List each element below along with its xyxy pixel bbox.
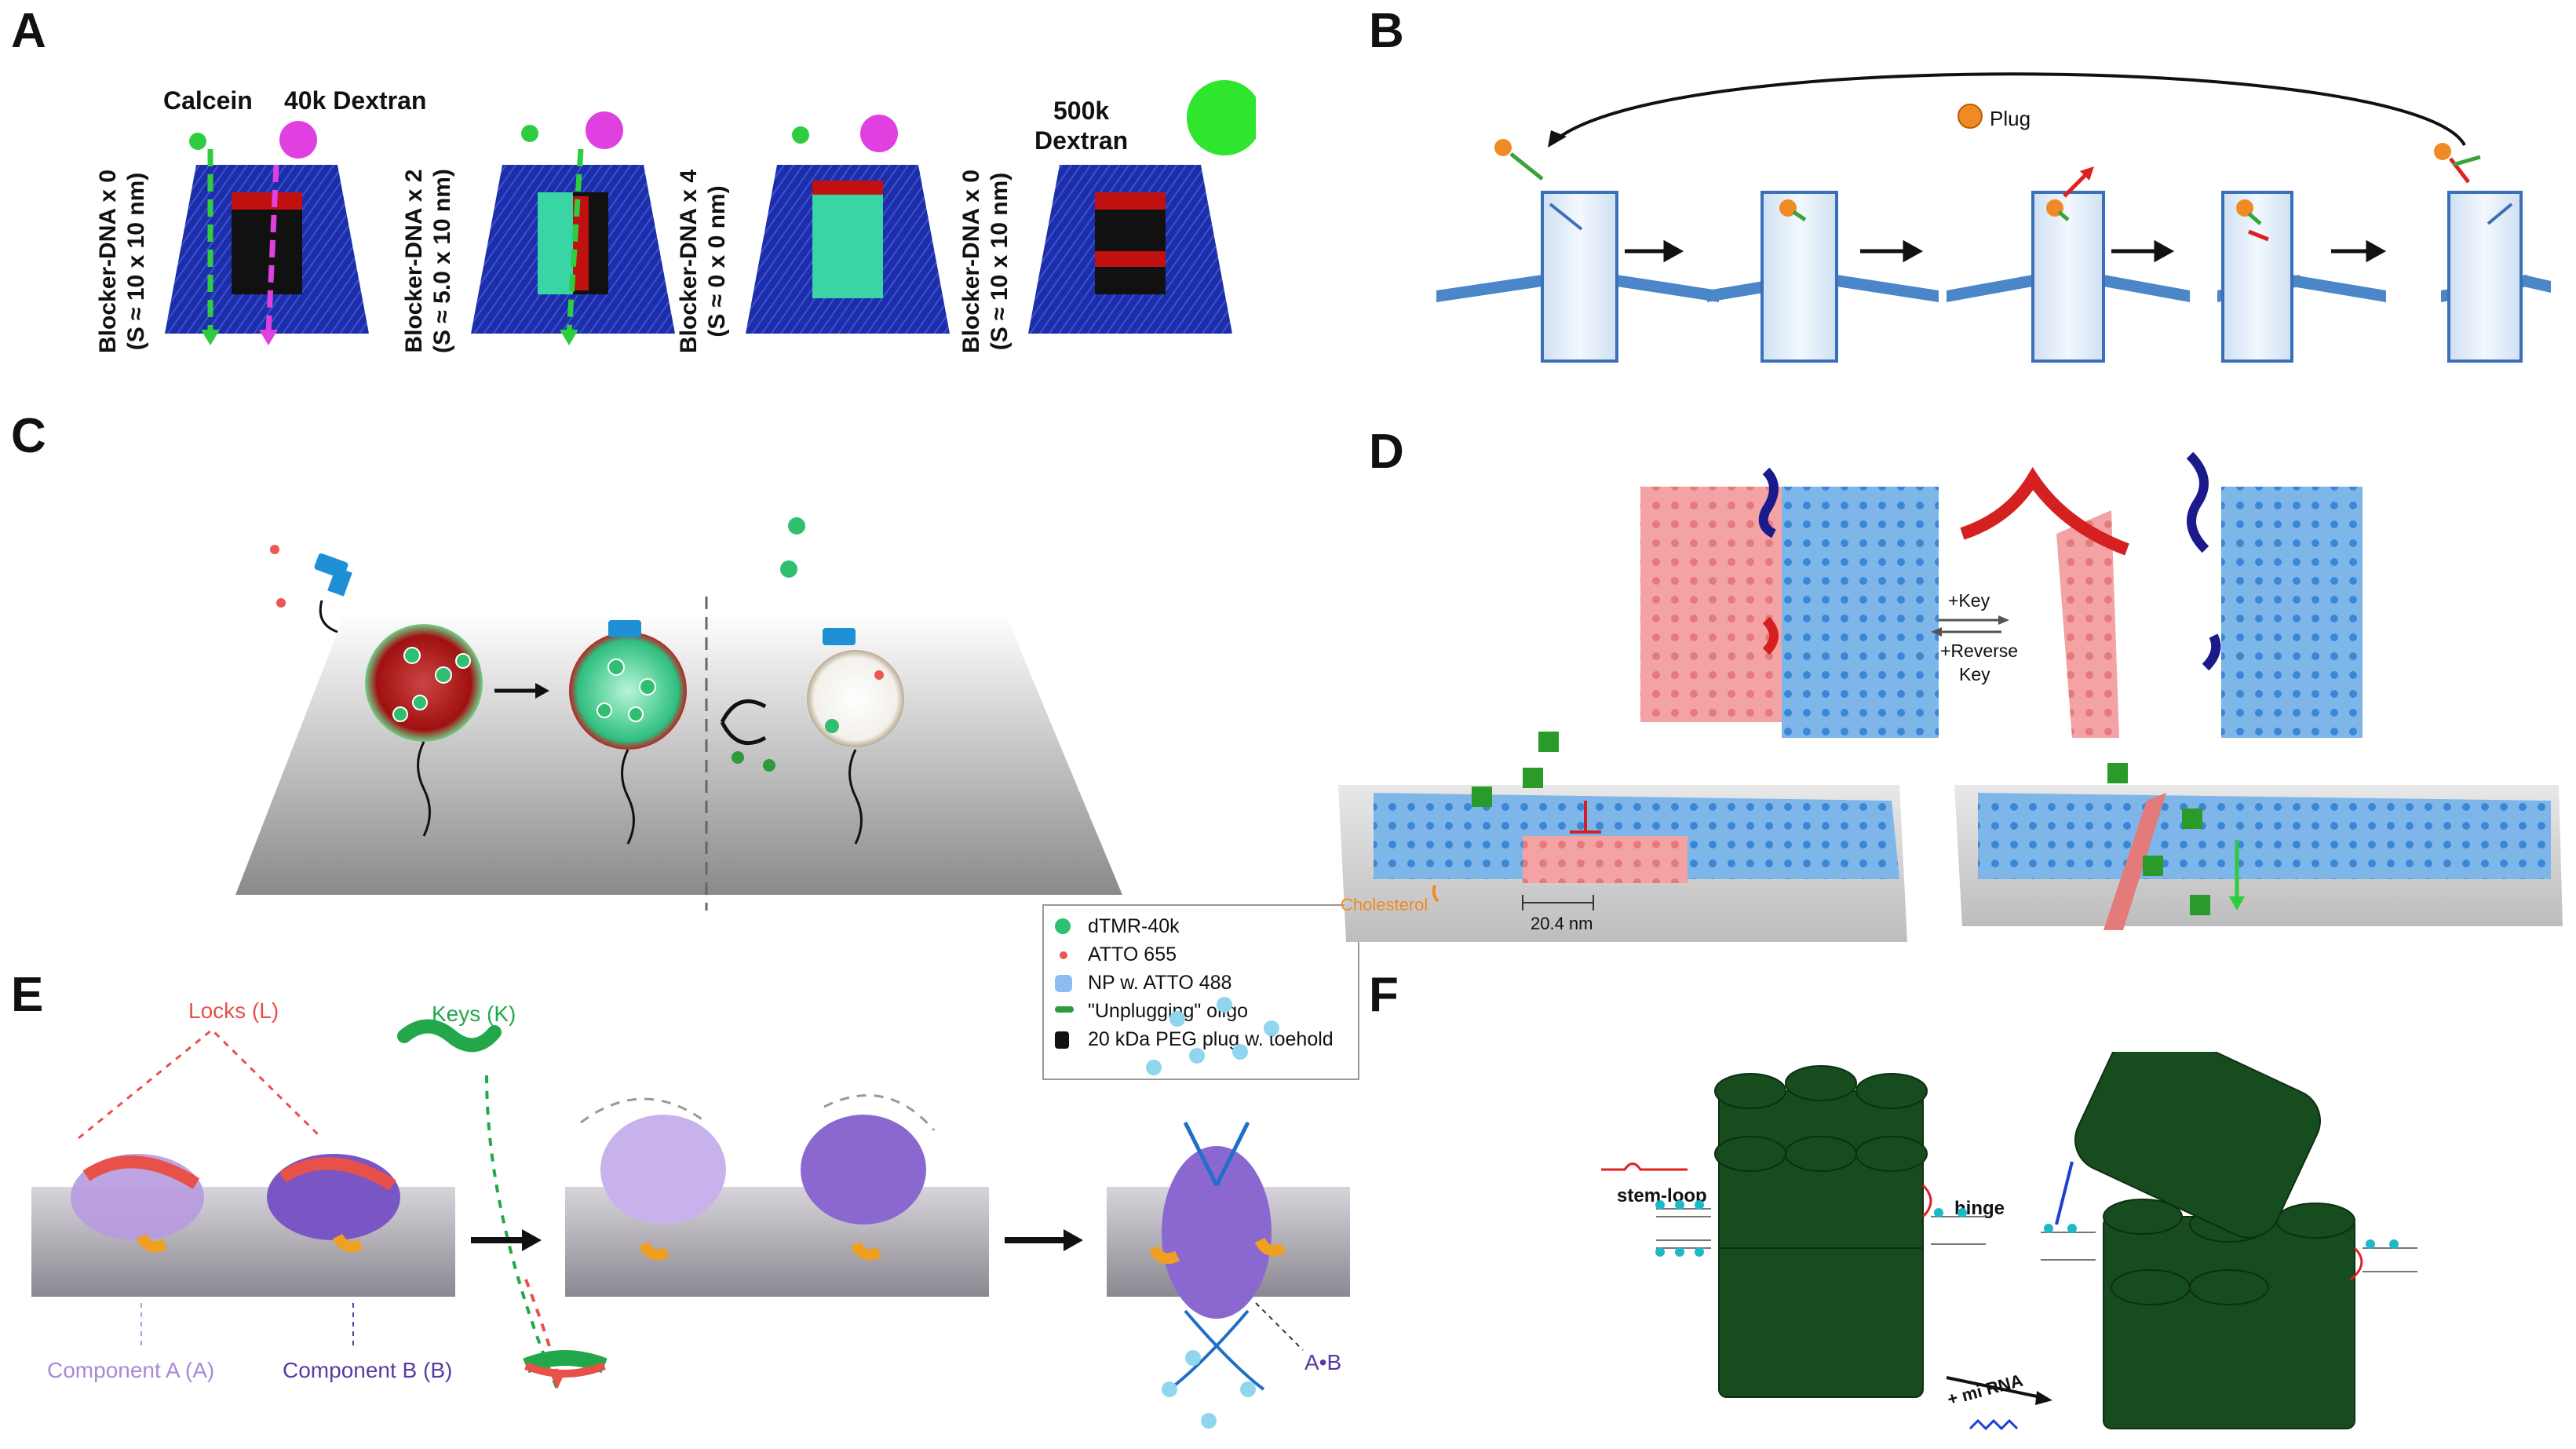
- dextran40-ball-3: [860, 115, 898, 152]
- state-2-label: Blocker-DNA x 2(S ≈ 5.0 x 10 nm): [401, 169, 455, 353]
- locks-label: Locks (L): [188, 998, 279, 1023]
- component-b-shape: [267, 1154, 400, 1253]
- legend-plug: 20 kDa PEG plug w. toehold: [1088, 1028, 1334, 1050]
- nanopore-free: [314, 553, 352, 633]
- plug-label: Plug: [1990, 107, 2031, 130]
- dextran40-ball-1: [279, 121, 317, 159]
- calcein-label: Calcein: [163, 86, 253, 115]
- component-b-label: Component B (B): [283, 1358, 453, 1382]
- calcein-ball-3: [792, 126, 809, 144]
- panel-a-label: A: [11, 4, 46, 58]
- width-label: 20.4 nm: [1531, 914, 1593, 933]
- panel-b-graphic: [1436, 72, 2551, 363]
- panel-c-legend: dTMR-40k ATTO 655 NP w. ATTO 488 "Unplug…: [1042, 904, 1359, 1080]
- key-label: +Key: [1948, 590, 1990, 611]
- panel-d: +Key +Reverse Key Cholesterol 20.4 nm: [1326, 440, 2567, 942]
- legend-atto655: ATTO 655: [1088, 943, 1177, 965]
- pore-b-4: [2217, 191, 2386, 363]
- component-b-open: [801, 1115, 926, 1261]
- legend-dtmr: dTMR-40k: [1088, 915, 1180, 937]
- vesicle-red: [365, 624, 483, 837]
- pore-b-2: [1707, 191, 1939, 363]
- vesicle-empty: [807, 628, 904, 845]
- calcein-ball-2: [521, 125, 538, 142]
- cycle-arrow: [1553, 72, 2466, 146]
- panel-c-graphic: [235, 517, 1122, 911]
- step-arrows: [1625, 239, 2387, 263]
- panel-b: Plug: [1413, 63, 2559, 377]
- state-3-label: Blocker-DNA x 4(S ≈ 0 x 0 nm): [676, 170, 730, 353]
- dextran40-label: 40k Dextran: [284, 86, 427, 115]
- panel-f: stem-loop hinge + mi RNA: [1601, 1052, 2559, 1444]
- reverse-key-label-2: Key: [1959, 664, 1990, 684]
- pore-state-3: [746, 165, 950, 334]
- panel-f-label: F: [1369, 968, 1399, 1022]
- panel-d-graphic: [1338, 451, 2563, 942]
- legend-np: NP w. ATTO 488: [1088, 972, 1232, 994]
- complex-label: A•B: [1304, 1350, 1342, 1374]
- panel-c: dTMR-40k ATTO 655 NP w. ATTO 488 "Unplug…: [220, 440, 1359, 1080]
- panel-a-graphic: [165, 80, 1256, 345]
- vesicle-green: [569, 620, 687, 845]
- state-4-label: Blocker-DNA x 0(S ≈ 10 x 10 nm): [958, 170, 1013, 353]
- component-a-shape: [71, 1154, 204, 1253]
- plug-ball: [1958, 104, 1983, 129]
- panel-e-label: E: [11, 968, 44, 1022]
- ab-complex: [1148, 1121, 1286, 1391]
- panel-f-graphic: [1601, 1052, 2417, 1431]
- dextran40-ball-2: [586, 111, 623, 149]
- pore-state-1: [165, 149, 369, 345]
- cholesterol-label: Cholesterol: [1341, 895, 1428, 914]
- panel-b-label: B: [1369, 4, 1404, 58]
- component-a-open: [600, 1115, 726, 1261]
- pore-b-1: [1436, 139, 1719, 363]
- pore-b-3: [1947, 166, 2190, 363]
- reverse-key-label-1: +Reverse: [1940, 641, 2019, 661]
- component-a-label: Component A (A): [47, 1358, 215, 1382]
- keys-label: Keys (K): [432, 1002, 516, 1026]
- dextran500-ball: [1187, 80, 1256, 155]
- pore-b-5: [2434, 143, 2551, 363]
- support-plane: [235, 612, 1122, 895]
- pore-state-2: [471, 148, 675, 345]
- panel-d-label: D: [1369, 425, 1404, 479]
- pore-state-4: [1028, 165, 1232, 334]
- calcein-ball-1: [189, 133, 206, 150]
- panel-e-graphic: [31, 997, 1350, 1429]
- state-1-label: Blocker-DNA x 0(S ≈ 10 x 10 nm): [95, 170, 149, 353]
- panel-c-label: C: [11, 409, 46, 463]
- panel-e: Locks (L) Keys (K): [24, 981, 1358, 1444]
